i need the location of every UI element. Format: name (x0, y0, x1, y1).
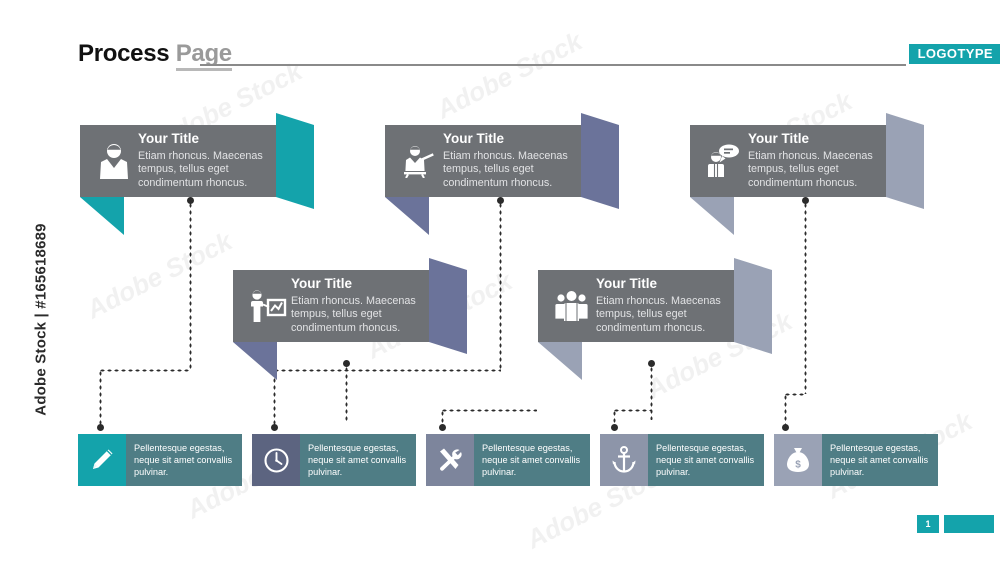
anchor-icon (600, 434, 648, 486)
money-bag-icon: $ (774, 434, 822, 486)
page-title-bold: Process (78, 40, 170, 67)
process-card-2[interactable]: Pellentesque egestas, neque sit amet con… (252, 434, 416, 486)
process-banner-4[interactable]: Your Title Etiam rhoncus. Maecenas tempu… (233, 258, 467, 380)
connector-line-vertical (345, 366, 348, 420)
presenter-icon (399, 139, 439, 183)
page-title-light: Page (175, 40, 232, 71)
banner-title: Your Title (443, 131, 505, 146)
connector-line-vertical (784, 394, 787, 426)
ribbon-fold-tail (538, 342, 582, 380)
card-text: Pellentesque egestas, neque sit amet con… (822, 434, 938, 486)
connector-dot (611, 424, 618, 431)
connector-line-vertical (650, 366, 653, 420)
banner-description: Etiam rhoncus. Maecenas tempus, tellus e… (138, 149, 263, 189)
banner-body (690, 125, 886, 197)
connector-dot (97, 424, 104, 431)
banner-title: Your Title (291, 276, 353, 291)
banner-text: Your Title Etiam rhoncus. Maecenas tempu… (748, 131, 878, 190)
connector-dot (802, 197, 809, 204)
page-title: Process Page (78, 40, 232, 71)
banner-text: Your Title Etiam rhoncus. Maecenas tempu… (443, 131, 573, 190)
card-text: Pellentesque egestas, neque sit amet con… (126, 434, 242, 486)
connector-line-horizontal (441, 409, 537, 412)
ribbon-fold-right (886, 113, 924, 209)
process-banner-5[interactable]: Your Title Etiam rhoncus. Maecenas tempu… (538, 258, 772, 380)
process-banner-3[interactable]: Your Title Etiam rhoncus. Maecenas tempu… (690, 113, 924, 235)
banner-title: Your Title (596, 276, 658, 291)
banner-description: Etiam rhoncus. Maecenas tempus, tellus e… (443, 149, 568, 189)
connector-dot (271, 424, 278, 431)
connector-dot (343, 360, 350, 367)
person-speech-bubble-icon (704, 139, 744, 183)
banner-text: Your Title Etiam rhoncus. Maecenas tempu… (138, 131, 268, 190)
ribbon-fold-right (429, 258, 467, 354)
banner-description: Etiam rhoncus. Maecenas tempus, tellus e… (748, 149, 873, 189)
banner-description: Etiam rhoncus. Maecenas tempus, tellus e… (596, 294, 721, 334)
process-card-3[interactable]: Pellentesque egestas, neque sit amet con… (426, 434, 590, 486)
process-card-5[interactable]: $ Pellentesque egestas, neque sit amet c… (774, 434, 938, 486)
card-text: Pellentesque egestas, neque sit amet con… (648, 434, 764, 486)
banner-body (80, 125, 276, 197)
banner-title: Your Title (748, 131, 810, 146)
person-chart-icon (247, 284, 287, 328)
connector-line-horizontal (784, 393, 806, 396)
process-card-4[interactable]: Pellentesque egestas, neque sit amet con… (600, 434, 764, 486)
ribbon-fold-tail (690, 197, 734, 235)
ribbon-fold-tail (385, 197, 429, 235)
watermark-tile: Adobe Stock (81, 225, 237, 325)
svg-text:$: $ (795, 460, 801, 471)
connector-line-horizontal (273, 369, 501, 372)
people-group-icon (552, 284, 592, 328)
connector-line-horizontal (613, 409, 652, 412)
header-divider (200, 64, 906, 66)
banner-text: Your Title Etiam rhoncus. Maecenas tempu… (291, 276, 421, 335)
connector-line-vertical (99, 370, 102, 426)
connector-line-vertical (613, 410, 616, 426)
connector-line-vertical (441, 410, 444, 426)
banner-title: Your Title (138, 131, 200, 146)
tools-icon (426, 434, 474, 486)
connector-line-vertical (499, 202, 502, 370)
footer-accent-bar (944, 515, 994, 533)
connector-dot (439, 424, 446, 431)
process-banner-1[interactable]: Your Title Etiam rhoncus. Maecenas tempu… (80, 113, 314, 235)
process-card-1[interactable]: Pellentesque egestas, neque sit amet con… (78, 434, 242, 486)
card-text: Pellentesque egestas, neque sit amet con… (474, 434, 590, 486)
page-header: Process Page LOGOTYPE (78, 40, 1000, 74)
banner-description: Etiam rhoncus. Maecenas tempus, tellus e… (291, 294, 416, 334)
page-number-badge: 1 (917, 515, 939, 533)
ribbon-fold-right (734, 258, 772, 354)
card-text: Pellentesque egestas, neque sit amet con… (300, 434, 416, 486)
connector-line-vertical (804, 202, 807, 394)
logotype-badge: LOGOTYPE (908, 44, 1000, 64)
connector-line-vertical (273, 370, 276, 426)
connector-line-horizontal (99, 369, 191, 372)
connector-dot (782, 424, 789, 431)
stock-credit-label: Adobe Stock | #165618689 (32, 223, 50, 416)
connector-line-horizontal (345, 419, 347, 422)
ribbon-fold-tail (233, 342, 277, 380)
pencil-icon (78, 434, 126, 486)
connector-dot (187, 197, 194, 204)
businessman-icon (94, 139, 134, 183)
connector-line-vertical (189, 202, 192, 370)
ribbon-fold-tail (80, 197, 124, 235)
connector-dot (648, 360, 655, 367)
process-banner-2[interactable]: Your Title Etiam rhoncus. Maecenas tempu… (385, 113, 619, 235)
connector-dot (497, 197, 504, 204)
clock-icon (252, 434, 300, 486)
ribbon-fold-right (581, 113, 619, 209)
ribbon-fold-right (276, 113, 314, 209)
banner-text: Your Title Etiam rhoncus. Maecenas tempu… (596, 276, 726, 335)
